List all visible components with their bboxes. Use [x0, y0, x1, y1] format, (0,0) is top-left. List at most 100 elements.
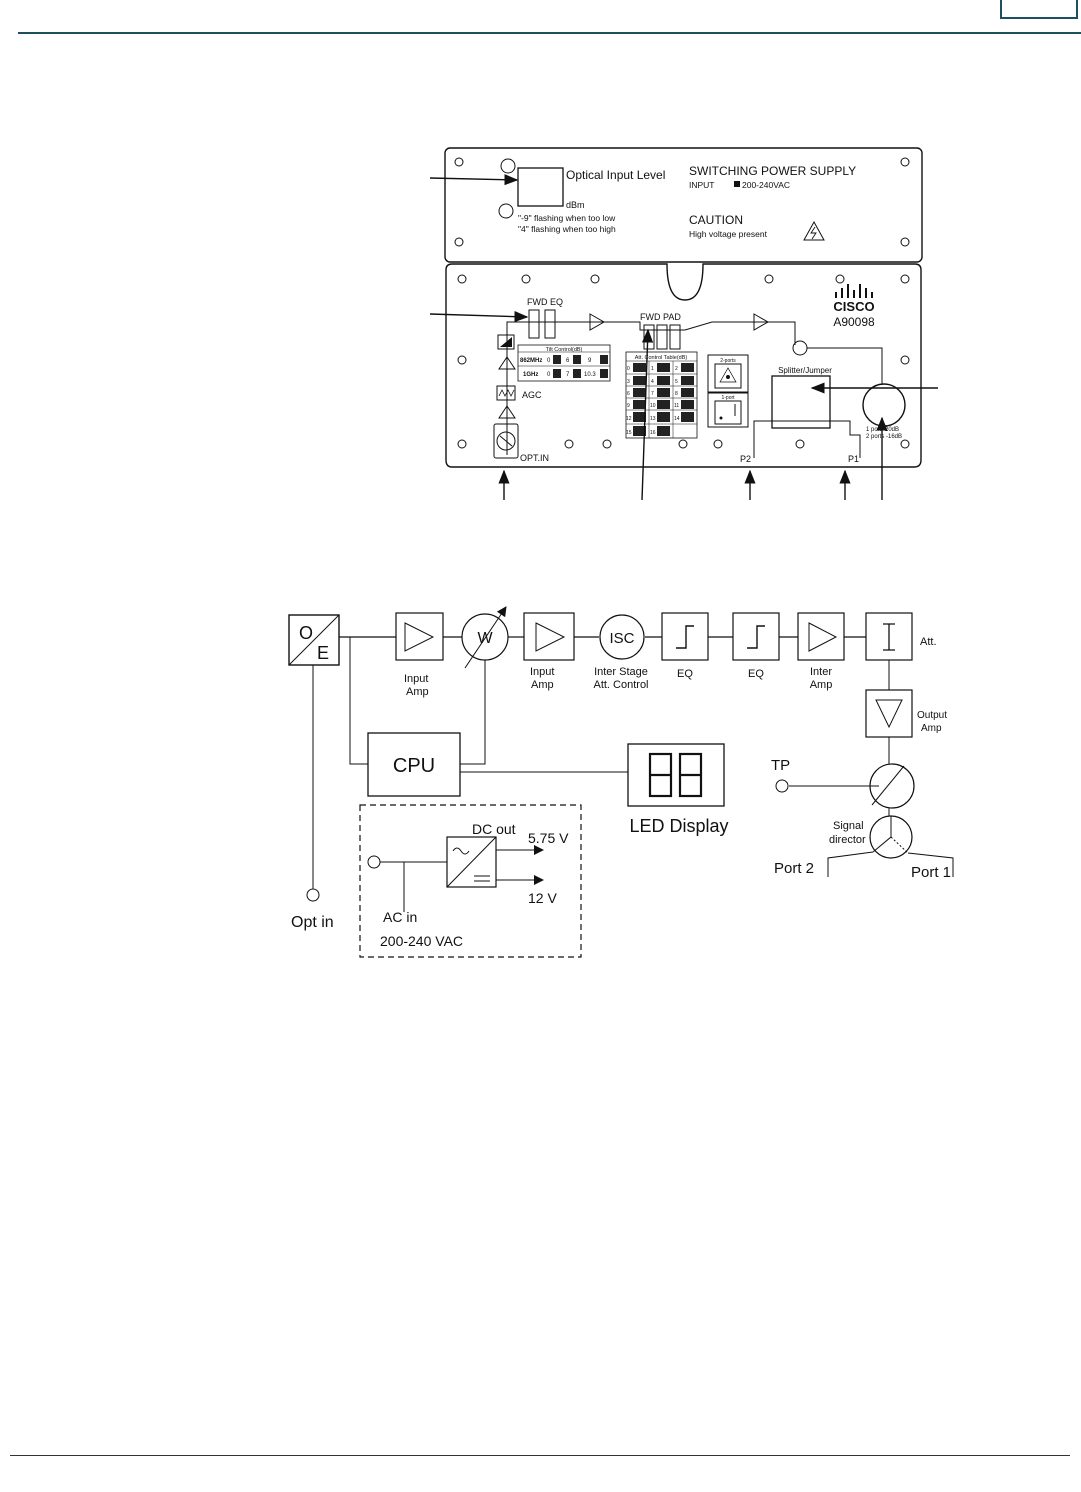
- svg-text:CISCO: CISCO: [833, 299, 874, 314]
- isc-block: ISC Inter Stage Att. Control: [593, 614, 649, 691]
- cover-screw-holes: [454, 157, 910, 247]
- eq-block-1: EQ: [661, 612, 709, 680]
- amp-up-icon: [498, 356, 516, 370]
- cisco-logo: CISCO: [833, 284, 875, 314]
- opt-in-terminal: [306, 888, 320, 902]
- psu-title: SWITCHING POWER SUPPLY: [689, 164, 856, 178]
- splitter-jumper-slot: [771, 375, 831, 429]
- svg-text:Input: Input: [530, 666, 554, 678]
- p2-label: P2: [740, 454, 751, 464]
- svg-text:Port 1: Port 1: [911, 864, 951, 881]
- svg-text:1: 1: [651, 366, 654, 372]
- svg-text:14: 14: [674, 416, 680, 422]
- svg-text:E: E: [317, 643, 329, 663]
- psu-input-label: INPUT: [689, 180, 715, 190]
- tilt-control-icon: [497, 334, 515, 350]
- svg-text:AC in: AC in: [383, 909, 417, 925]
- tilt-control-table: Tilt Control(dB) 862MHz 1GHz 0 6 9 0 7 1…: [517, 344, 611, 382]
- cpu-block: CPU: [367, 732, 461, 797]
- power-supply-cover: [444, 147, 923, 263]
- oe-converter: O E: [288, 614, 340, 666]
- svg-text:EQ: EQ: [748, 668, 764, 680]
- amp2-triangle: [753, 313, 770, 331]
- svg-text:Output: Output: [917, 710, 947, 721]
- output-port-connector: [862, 383, 906, 427]
- svg-text:12 V: 12 V: [528, 890, 557, 906]
- port-outline: [753, 420, 861, 458]
- footer-rule: [10, 1455, 1070, 1456]
- amp1-triangle: [589, 313, 606, 331]
- fwd-eq-plugs: [528, 309, 556, 339]
- svg-text:Port 2: Port 2: [774, 860, 814, 877]
- svg-text:5.75 V: 5.75 V: [528, 830, 569, 846]
- model-number: A90098: [833, 315, 875, 329]
- svg-text:0: 0: [547, 372, 551, 378]
- opt-in-label: OPT.IN: [520, 453, 549, 463]
- svg-text:13: 13: [650, 416, 656, 422]
- svg-text:9: 9: [588, 358, 592, 364]
- rf-path-line: [506, 321, 796, 455]
- svg-text:15: 15: [626, 430, 632, 436]
- svg-text:Signal: Signal: [833, 820, 864, 832]
- svg-text:0: 0: [627, 366, 630, 372]
- svg-text:3: 3: [627, 379, 630, 385]
- test-point: [792, 340, 808, 356]
- led-display: LED Display: [627, 743, 729, 836]
- svg-text:1-port: 1-port: [721, 395, 735, 401]
- svg-text:10.3: 10.3: [584, 372, 596, 378]
- svg-text:director: director: [829, 834, 866, 846]
- opt-in-label: Opt in: [291, 914, 334, 931]
- svg-text:CPU: CPU: [393, 755, 435, 777]
- att-control-table: Att. Control Table(dB) 0 1 2 3 4 5 6 7 8…: [625, 351, 698, 439]
- header-tab: [1000, 0, 1078, 19]
- svg-text:Amp: Amp: [810, 679, 833, 691]
- svg-text:Att. Control Table(dB): Att. Control Table(dB): [635, 355, 688, 361]
- agc-icon: [496, 385, 516, 401]
- svg-text:2: 2: [675, 366, 678, 372]
- svg-text:Amp: Amp: [531, 679, 554, 691]
- high-voltage-warning-icon: [803, 220, 825, 241]
- module-panel-drawing: Optical Input Level dBm "-9" flashing wh…: [429, 147, 938, 501]
- svg-text:DC out: DC out: [472, 821, 516, 837]
- eq-block-2: EQ: [732, 612, 780, 680]
- power-supply-block: DC out 5.75 V 12 V AC in 200-240 VAC: [359, 804, 582, 958]
- svg-text:11: 11: [674, 403, 679, 409]
- svg-text:ISC: ISC: [609, 630, 634, 647]
- input-amp-2: Input Amp: [523, 612, 575, 691]
- svg-text:W: W: [477, 630, 493, 647]
- flash-high-note: "4" flashing when too high: [518, 224, 616, 234]
- svg-text:Inter: Inter: [810, 666, 832, 678]
- header-rule: [18, 32, 1081, 34]
- inter-amp: Inter Amp: [797, 612, 845, 691]
- p1-label: P1: [848, 454, 859, 464]
- svg-text:Amp: Amp: [921, 723, 942, 734]
- svg-text:10: 10: [650, 403, 656, 409]
- dbm-unit: dBm: [566, 200, 585, 210]
- svg-text:EQ: EQ: [677, 668, 693, 680]
- svg-text:Tilt Control(dB): Tilt Control(dB): [546, 347, 583, 353]
- module-housing: [445, 263, 922, 468]
- svg-text:8: 8: [675, 391, 678, 397]
- output-amp: Output Amp: [865, 689, 947, 738]
- svg-text:6: 6: [566, 358, 570, 364]
- svg-text:16: 16: [650, 430, 656, 436]
- svg-text:7: 7: [651, 391, 654, 397]
- svg-text:2-ports: 2-ports: [720, 358, 736, 364]
- svg-text:Amp: Amp: [406, 686, 429, 698]
- port-mode-legend: 2-ports 1-port: [707, 354, 749, 428]
- input-bullet: [734, 181, 740, 187]
- svg-text:Inter Stage: Inter Stage: [594, 666, 648, 678]
- splitter-jumper-label: Splitter/Jumper: [778, 366, 832, 375]
- callout-arrows: [429, 174, 938, 501]
- att-block: Att.: [865, 612, 937, 661]
- svg-text:0: 0: [547, 358, 551, 364]
- psu-input-value: 200-240VAC: [742, 180, 790, 190]
- functional-block-diagram: O E Opt in Input Amp W Input Amp ISC Int…: [288, 606, 954, 958]
- svg-text:Att.: Att.: [920, 636, 937, 648]
- input-amp-1: Input Amp: [395, 612, 444, 698]
- optical-input-level-label: Optical Input Level: [566, 168, 665, 182]
- agc-label: AGC: [522, 390, 542, 400]
- svg-text:200-240 VAC: 200-240 VAC: [380, 933, 463, 949]
- opt-in-receptacle: [493, 423, 519, 459]
- svg-text:4: 4: [651, 379, 654, 385]
